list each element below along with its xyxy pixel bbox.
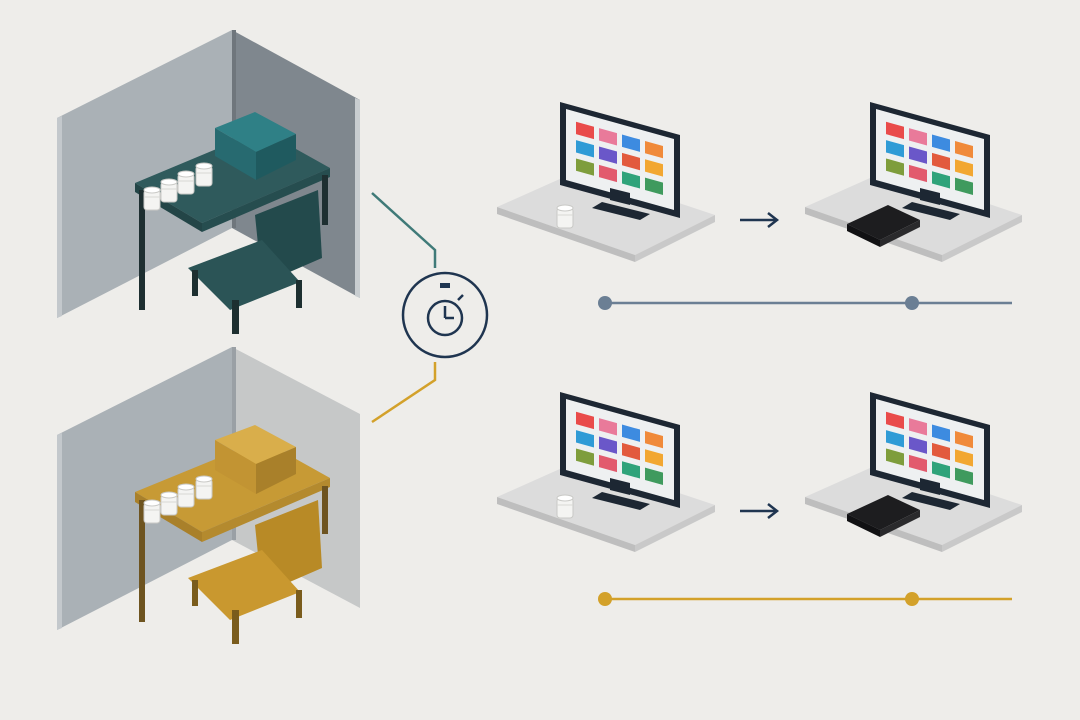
- screen-tiles: [576, 411, 663, 485]
- screen-tiles: [886, 411, 973, 485]
- jar-icon: [143, 499, 161, 524]
- connector-bottom: [371, 362, 437, 424]
- track-mid-marker: [905, 296, 919, 310]
- storage-box: [215, 425, 296, 494]
- booth-ochre: [57, 347, 360, 644]
- monitor-icon: [870, 392, 990, 510]
- screen-tile: [955, 177, 973, 195]
- screen-tile: [886, 158, 904, 176]
- screen-tile: [576, 411, 594, 430]
- screen-tile: [622, 442, 640, 461]
- screen-tile: [886, 121, 904, 140]
- track-start-marker: [598, 592, 612, 606]
- screen-tile: [576, 121, 594, 140]
- screen-tile: [886, 140, 904, 158]
- screen-tile: [909, 454, 927, 473]
- jar-icon: [177, 170, 195, 195]
- track-start-marker: [598, 296, 612, 310]
- screen-tile: [576, 430, 594, 448]
- screen-tile: [909, 418, 927, 436]
- jar-icon: [195, 475, 213, 500]
- screen-tile: [932, 134, 950, 152]
- track-mid-marker: [905, 592, 919, 606]
- jar-icon: [160, 178, 178, 203]
- jar-icon: [143, 186, 161, 211]
- screen-tiles: [576, 121, 663, 195]
- screen-tile: [909, 436, 927, 454]
- arrow-right-icon: [740, 212, 780, 228]
- jar-icon: [556, 204, 574, 229]
- book-icon: [847, 495, 920, 537]
- screen-tile: [622, 461, 640, 479]
- screen-tile: [599, 128, 617, 146]
- screen-tile: [955, 467, 973, 485]
- screen-tile: [909, 128, 927, 146]
- stopwatch-icon: [401, 271, 489, 359]
- screen-tile: [599, 454, 617, 473]
- screen-tile: [576, 140, 594, 158]
- jar-icon: [556, 494, 574, 519]
- book-icon: [847, 205, 920, 247]
- screen-tile: [645, 140, 663, 159]
- screen-tile: [955, 159, 973, 177]
- screen-tiles: [886, 121, 973, 195]
- screen-tile: [932, 171, 950, 189]
- screen-tile: [622, 152, 640, 171]
- screen-tile: [622, 134, 640, 152]
- storage-box: [215, 112, 296, 180]
- screen-tile: [932, 461, 950, 479]
- screen-tile: [932, 152, 950, 171]
- screen-tile: [645, 159, 663, 177]
- screen-tile: [932, 424, 950, 442]
- screen-tile: [576, 448, 594, 466]
- screen-tile: [599, 418, 617, 436]
- screen-tile: [886, 448, 904, 466]
- track-top: [598, 296, 1012, 310]
- screen-tile: [576, 158, 594, 176]
- screen-tile: [645, 430, 663, 449]
- screen-tile: [599, 164, 617, 183]
- screen-tile: [645, 467, 663, 485]
- monitor-icon: [870, 102, 990, 220]
- screen-tile: [886, 430, 904, 448]
- booth-teal: [57, 30, 360, 334]
- track-bottom: [598, 592, 1012, 606]
- chair: [188, 190, 322, 334]
- station-bottom-right: [805, 392, 1022, 552]
- monitor-icon: [560, 102, 680, 220]
- screen-tile: [955, 430, 973, 449]
- jar-icon: [160, 491, 178, 516]
- screen-tile: [622, 424, 640, 442]
- station-top-left: [497, 102, 715, 262]
- screen-tile: [886, 411, 904, 430]
- connector-top: [371, 192, 437, 268]
- jar-icon: [177, 483, 195, 508]
- screen-tile: [955, 449, 973, 467]
- chair: [188, 500, 322, 644]
- monitor-icon: [560, 392, 680, 510]
- screen-tile: [955, 140, 973, 159]
- screen-tile: [932, 442, 950, 461]
- station-bottom-left: [497, 392, 715, 552]
- screen-tile: [909, 164, 927, 183]
- screen-tile: [645, 449, 663, 467]
- screen-tile: [909, 146, 927, 164]
- station-top-right: [805, 102, 1022, 262]
- screen-tile: [622, 171, 640, 189]
- arrow-right-icon: [740, 503, 780, 519]
- jar-icon: [195, 162, 213, 187]
- screen-tile: [645, 177, 663, 195]
- screen-tile: [599, 436, 617, 454]
- screen-tile: [599, 146, 617, 164]
